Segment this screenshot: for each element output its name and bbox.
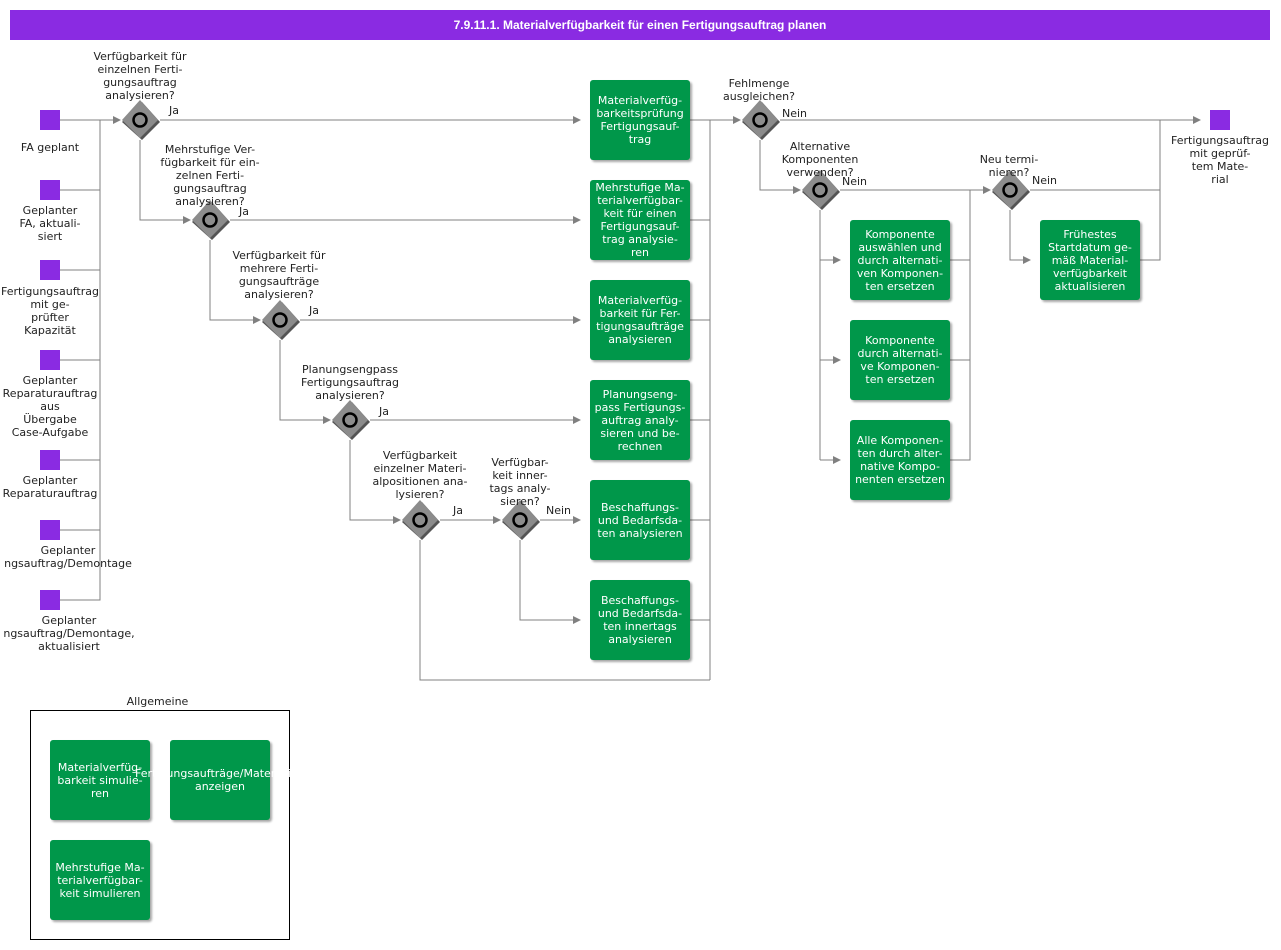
start-event-label: Geplanter ngsauftrag/Demontage, aktualis…: [3, 614, 135, 653]
gateway-yes-label: Ja: [309, 304, 319, 317]
gateway-no-label: Nein: [1032, 174, 1058, 187]
diagram-title: 7.9.11.1. Materialverfügbarkeit für eine…: [10, 10, 1270, 40]
start-event-label: Geplanter FA, aktuali- siert: [19, 204, 81, 243]
gateway-question: Fehlmenge ausgleichen?: [723, 77, 795, 103]
start-event-fa-aktualisiert[interactable]: [40, 180, 60, 200]
legend-title: Allgemeine: [126, 695, 189, 708]
gateway-yes-label: Ja: [239, 205, 249, 218]
gateway-yes-label: Ja: [379, 405, 389, 418]
gateway-no-label: Nein: [842, 175, 868, 188]
gateway-icon[interactable]: [740, 100, 780, 140]
start-event-label: Geplanter ngsauftrag/Demontage: [4, 544, 132, 570]
gateway-yes-label: Ja: [169, 104, 179, 117]
gateway-question: Verfügbarkeit einzelner Materi- alpositi…: [372, 449, 468, 501]
gateway-question: Alternative Komponenten verwenden?: [781, 140, 859, 179]
start-event-label: Geplanter Reparaturauftrag aus Übergabe …: [2, 374, 98, 439]
gateway-icon[interactable]: [260, 300, 300, 340]
gateway-no-label: Nein: [782, 107, 808, 120]
task-komponente-ersetzen[interactable]: Komponente durch alternati- ve Komponen-…: [850, 320, 950, 400]
legend-task-mehrstufig-simulieren[interactable]: Mehrstufige Ma- terialverfügbar- keit si…: [50, 840, 150, 920]
gateway-icon[interactable]: [190, 200, 230, 240]
start-event-label: FA geplant: [20, 141, 80, 154]
task-planungsengpass[interactable]: Planungseng- pass Fertigungs- auftrag an…: [590, 380, 690, 460]
start-event-fa-geplant[interactable]: [40, 110, 60, 130]
task-beschaffungsdaten-innertags[interactable]: Beschaffungs- und Bedarfsda- ten innerta…: [590, 580, 690, 660]
task-materialverfuegbarkeitspruefung[interactable]: Materialverfüg- barkeitsprüfung Fertigun…: [590, 80, 690, 160]
start-event-reparatur[interactable]: [40, 450, 60, 470]
task-alle-komponenten-ersetzen[interactable]: Alle Komponen- ten durch alter- native K…: [850, 420, 950, 500]
gateway-question: Verfügbar- keit inner- tags analy- siere…: [489, 456, 551, 508]
gateway-question: Neu termi- nieren?: [979, 153, 1039, 179]
gateway-icon[interactable]: [120, 100, 160, 140]
gateway-icon[interactable]: [330, 400, 370, 440]
start-event-reparatur-case[interactable]: [40, 350, 60, 370]
gateway-question: Mehrstufige Ver- fügbarkeit für ein- zel…: [160, 143, 260, 208]
gateway-question: Planungsengpass Fertigungsauftrag analys…: [301, 363, 399, 402]
gateway-question: Verfügbarkeit für mehrere Ferti- gungsau…: [232, 249, 326, 301]
gateway-icon[interactable]: [990, 170, 1030, 210]
gateway-question: Verfügbarkeit für einzelnen Ferti- gungs…: [93, 50, 187, 102]
start-event-demontage[interactable]: [40, 520, 60, 540]
end-event[interactable]: [1210, 110, 1230, 130]
task-komponente-auswaehlen[interactable]: Komponente auswählen und durch alternati…: [850, 220, 950, 300]
legend-box: [30, 710, 290, 940]
start-event-label: Fertigungsauftrag mit ge- prüfter Kapazi…: [1, 285, 99, 337]
legend-task-anzeigen[interactable]: Fertigungsaufträge/Materialien anzeigen: [135, 740, 305, 820]
task-fertigungsauftraege-analysieren[interactable]: Materialverfüg- barkeit für Fer- tigungs…: [590, 280, 690, 360]
task-beschaffungsdaten[interactable]: Beschaffungs- und Bedarfsda- ten analysi…: [590, 480, 690, 560]
gateway-no-label: Nein: [546, 504, 572, 517]
end-event-label: Fertigungsauftrag mit geprüf- tem Mate- …: [1171, 134, 1269, 186]
task-mehrstufige-analyse[interactable]: Mehrstufige Ma- terialverfügbar- keit fü…: [590, 180, 690, 260]
task-startdatum-aktualisieren[interactable]: Frühestes Startdatum ge- mäß Material- v…: [1040, 220, 1140, 300]
gateway-icon[interactable]: [800, 170, 840, 210]
start-event-fa-kapazitaet[interactable]: [40, 260, 60, 280]
gateway-icon[interactable]: [500, 500, 540, 540]
start-event-label: Geplanter Reparaturauftrag: [2, 474, 98, 500]
gateway-yes-label: Ja: [453, 504, 463, 517]
gateway-icon[interactable]: [400, 500, 440, 540]
legend-task-simulieren[interactable]: Materialverfüg- barkeit simulie- ren: [50, 740, 150, 820]
start-event-demontage-aktualisiert[interactable]: [40, 590, 60, 610]
